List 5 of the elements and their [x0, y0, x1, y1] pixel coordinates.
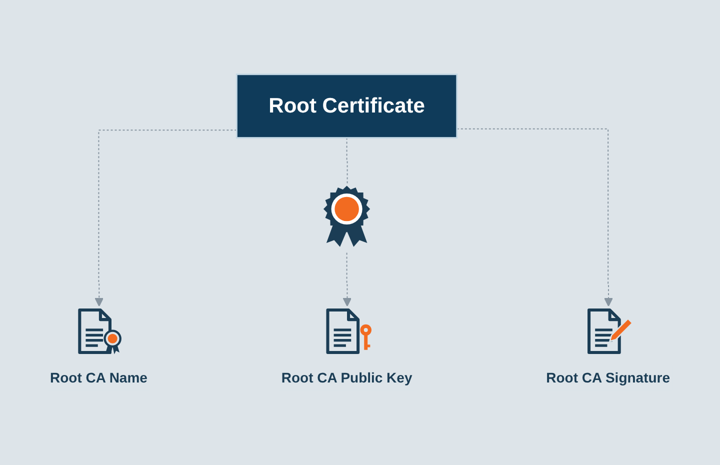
node-box: Root Certificate — [236, 74, 458, 139]
arrow — [94, 130, 238, 307]
arrow — [456, 128, 613, 307]
arrow — [342, 252, 352, 307]
connector — [346, 137, 348, 184]
